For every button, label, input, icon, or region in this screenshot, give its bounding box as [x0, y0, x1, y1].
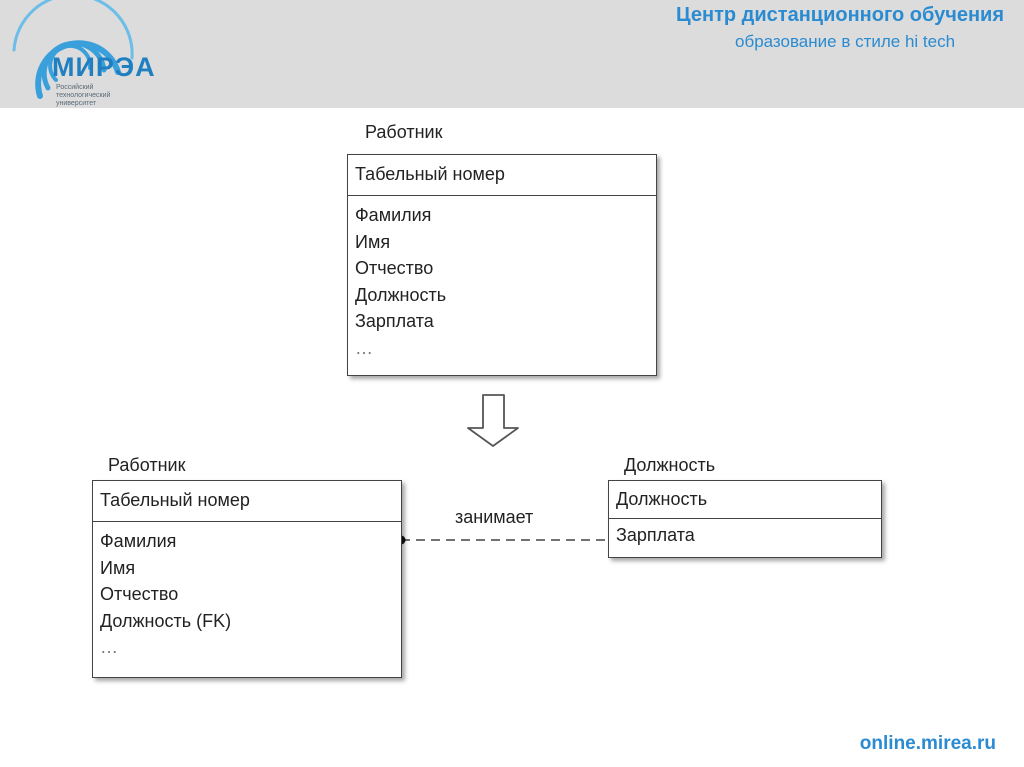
down-arrow-icon [467, 394, 519, 447]
entity-attribute: Зарплата [355, 311, 434, 331]
entity-attribute: Фамилия [100, 531, 177, 551]
left-entity-title: Работник [108, 455, 186, 475]
mirea-logo: МИРЭА Российский технологический универс… [0, 0, 240, 108]
logo-subtext-line: Российский [56, 84, 94, 91]
left-entity-key: Табельный номер [93, 481, 401, 522]
top-entity-key: Табельный номер [348, 155, 656, 196]
logo-subtext-line: университет [56, 100, 97, 107]
header-bar: МИРЭА Российский технологический универс… [0, 0, 1024, 108]
right-entity-attributes: Зарплата [609, 519, 881, 551]
left-entity-box: Табельный номер Фамилия Имя Отчество Дол… [92, 480, 402, 678]
relationship-label: занимает [455, 507, 534, 527]
right-entity-title: Должность [624, 455, 716, 475]
entity-attribute: Зарплата [616, 525, 695, 545]
header-title: Центр дистанционного обучения [676, 4, 1004, 26]
entity-attribute: Должность [355, 284, 447, 305]
top-entity-title: Работник [365, 122, 443, 142]
top-entity-box: Табельный номер Фамилия Имя Отчество Дол… [347, 154, 657, 376]
entity-attribute: Имя [355, 231, 391, 252]
left-entity-attributes: Фамилия Имя Отчество Должность (FK) … [93, 522, 401, 665]
entity-attribute: Отчество [100, 584, 179, 604]
entity-attribute-ellipsis: … [355, 337, 373, 358]
entity-attribute: Отчество [355, 258, 434, 278]
logo-word: МИРЭА [52, 52, 156, 82]
footer-url-link[interactable]: online.mirea.ru [859, 733, 996, 754]
top-entity-attributes: Фамилия Имя Отчество Должность Зарплата … [348, 196, 656, 365]
logo-subtext-line: технологический [56, 92, 111, 99]
right-entity-key: Должность [609, 481, 881, 519]
header-subtitle: образование в стиле hi tech [735, 32, 956, 51]
logo-arcs-icon [12, 0, 134, 99]
right-entity-box: Должность Зарплата [608, 480, 882, 558]
entity-attribute: Должность (FK) [100, 610, 232, 631]
entity-attribute-ellipsis: … [100, 637, 118, 657]
entity-attribute: Имя [100, 557, 136, 578]
entity-attribute: Фамилия [355, 205, 432, 225]
